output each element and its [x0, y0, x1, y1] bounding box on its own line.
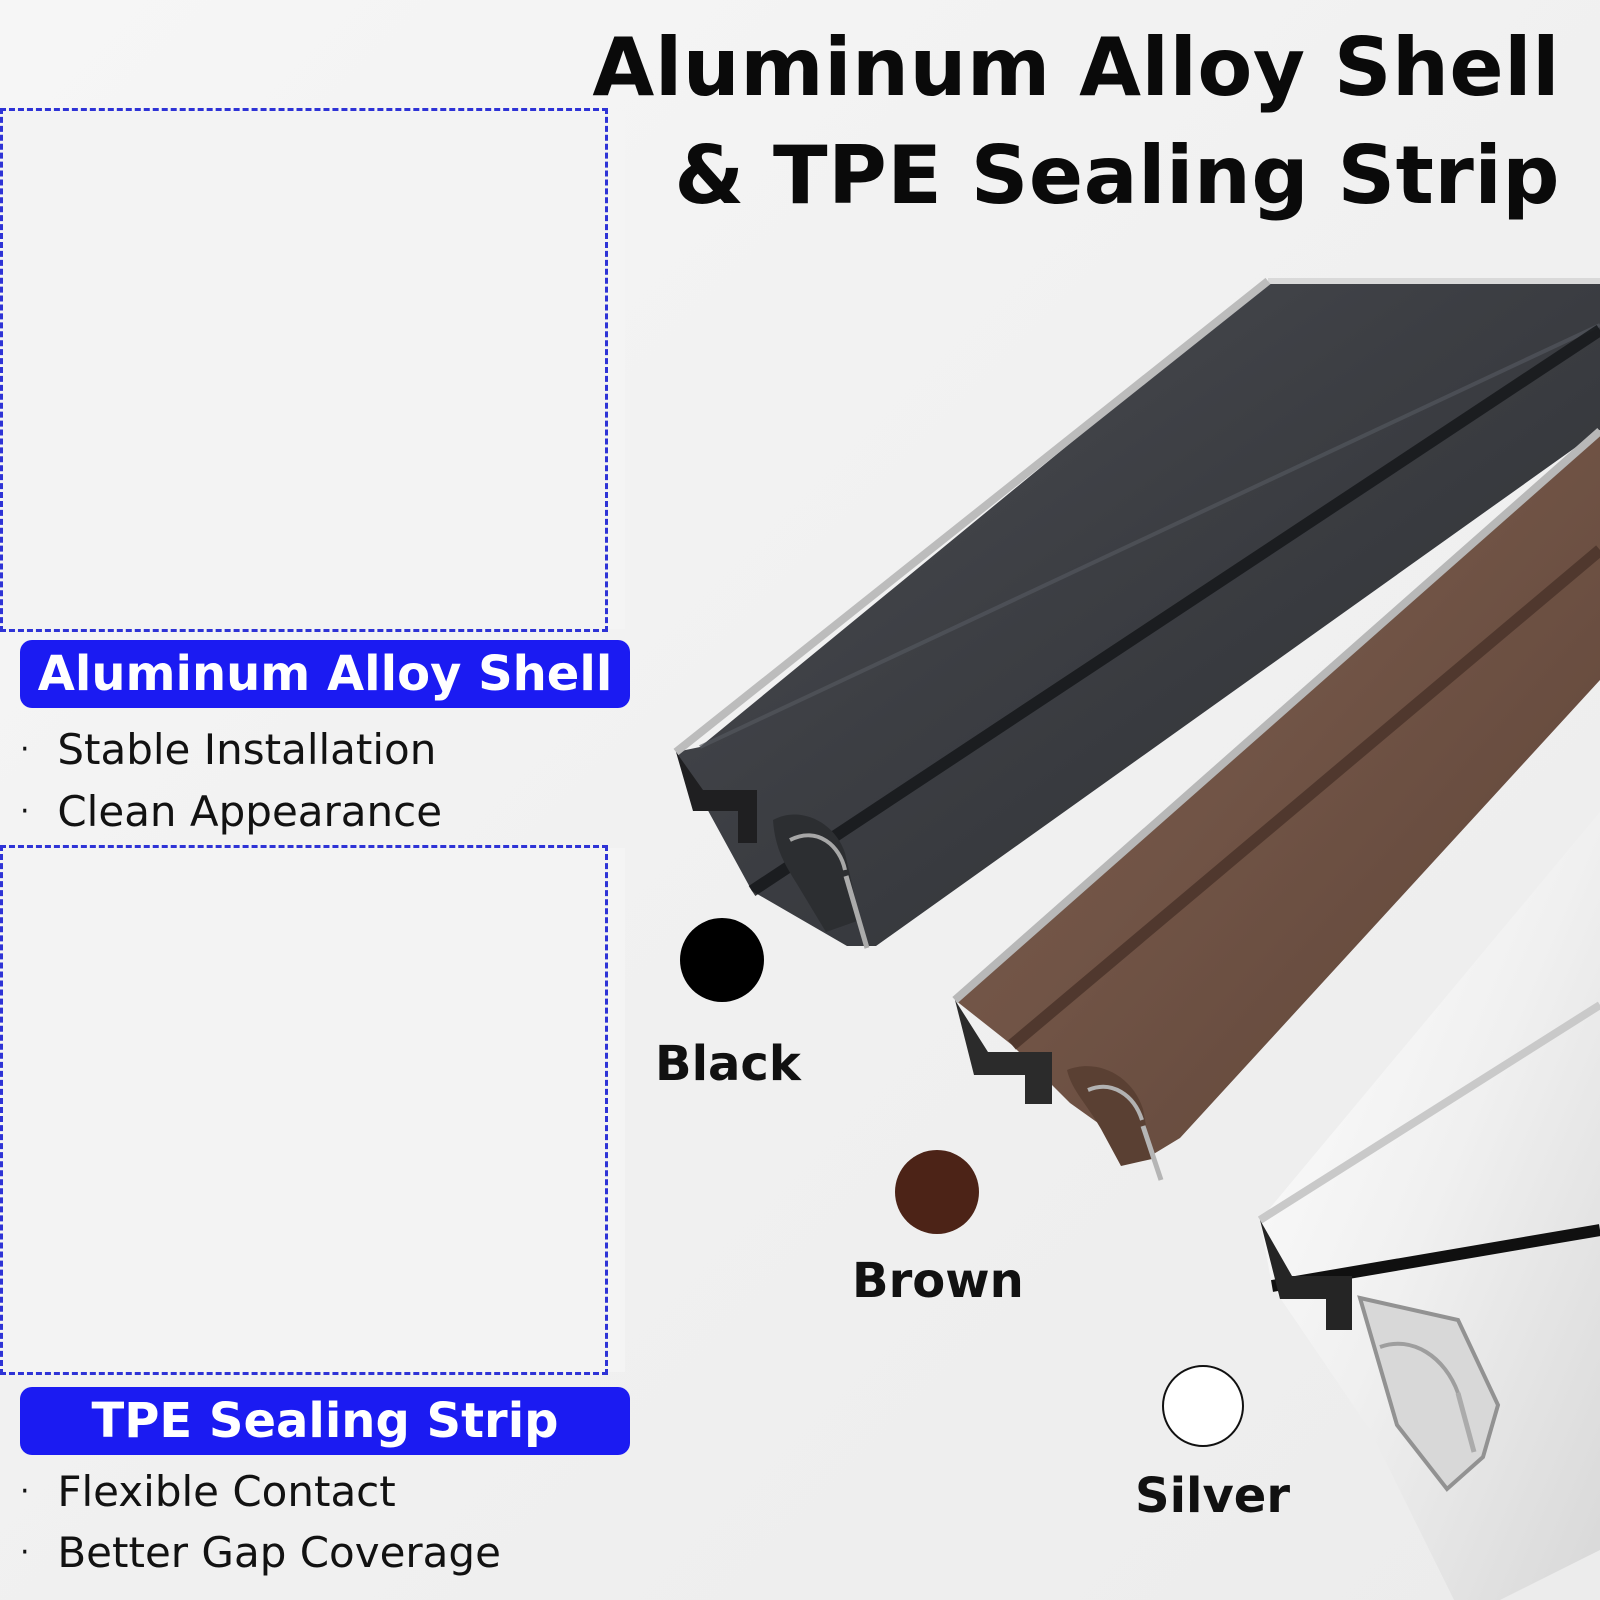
feature-text: Clean Appearance — [57, 786, 443, 836]
black-color-label: Black — [655, 1036, 801, 1092]
feature-bullet-stable-installation: · Stable Installation — [20, 720, 640, 774]
black-color-swatch — [680, 918, 764, 1002]
black-strip-product — [673, 277, 1600, 949]
feature-text: Flexible Contact — [57, 1466, 396, 1516]
title-line-1: Aluminum Alloy Shell — [592, 21, 1560, 114]
title-line-2: & TPE Sealing Strip — [674, 129, 1560, 222]
brown-color-label: Brown — [852, 1253, 1024, 1309]
feature-bullet-clean-appearance: · Clean Appearance — [20, 782, 640, 836]
silver-strip-product — [1257, 812, 1600, 1600]
feature-text: Stable Installation — [57, 724, 437, 774]
feature-bullet-flexible-contact: · Flexible Contact — [20, 1462, 640, 1516]
feature-text: Better Gap Coverage — [57, 1527, 501, 1577]
tpe-seal-image-frame — [0, 845, 608, 1375]
bullet-dot: · — [20, 793, 30, 829]
bullet-dot: · — [20, 731, 30, 767]
feature-bullet-better-gap-coverage: · Better Gap Coverage — [20, 1523, 640, 1577]
page-title: Aluminum Alloy Shell & TPE Sealing Strip — [580, 14, 1560, 230]
silver-color-swatch — [1162, 1365, 1244, 1447]
brown-color-swatch — [895, 1150, 979, 1234]
silver-color-label: Silver — [1135, 1468, 1290, 1524]
aluminum-shell-image-frame — [0, 108, 608, 632]
brown-strip-product — [952, 428, 1600, 1181]
bullet-dot: · — [20, 1473, 30, 1509]
tpe-seal-label: TPE Sealing Strip — [20, 1387, 630, 1455]
aluminum-shell-label: Aluminum Alloy Shell — [20, 640, 630, 708]
bullet-dot: · — [20, 1534, 30, 1570]
